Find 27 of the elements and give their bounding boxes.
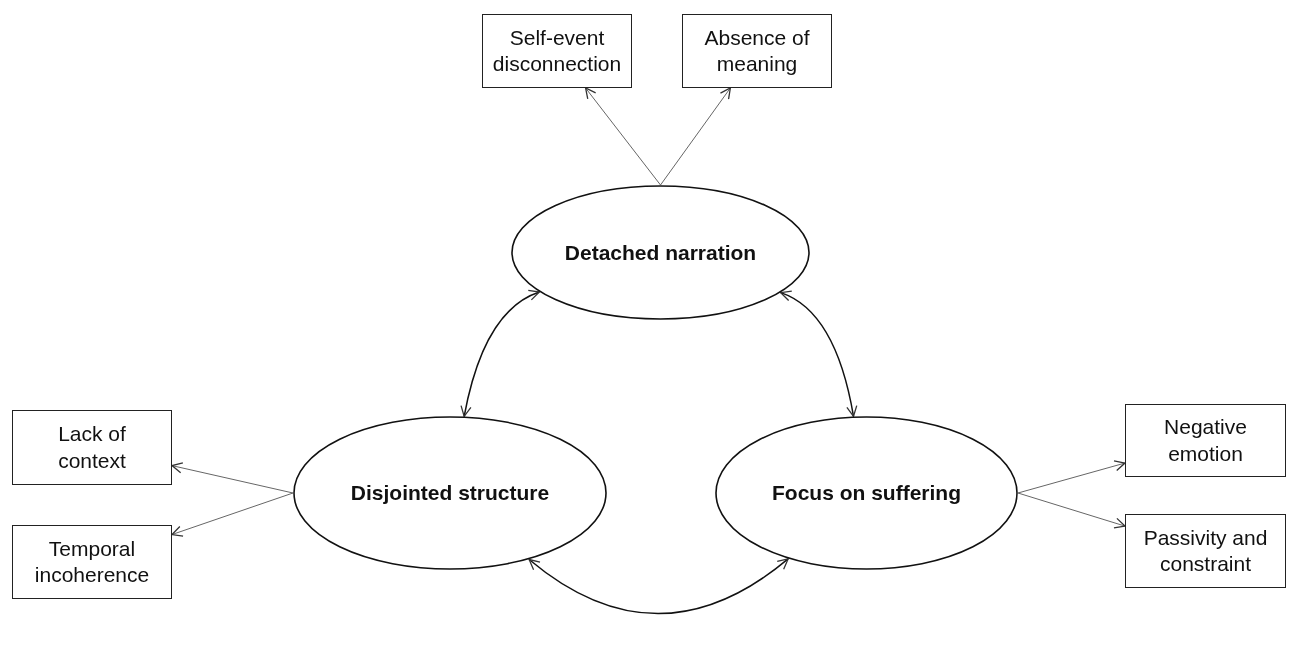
node-label: Focus on suffering (772, 480, 961, 507)
node-label: Disjointed structure (350, 480, 550, 507)
text-box (1125, 404, 1286, 477)
ellipse-node (511, 185, 810, 320)
box-text: Temporal incoherence (33, 535, 151, 588)
text-box (682, 14, 832, 88)
box-text: Absence of meaning (703, 24, 811, 77)
box-text: Passivity and constraint (1142, 524, 1269, 577)
arrow (171, 462, 294, 494)
arrow (1017, 460, 1126, 494)
double-arrow (460, 290, 541, 418)
arrow (171, 492, 294, 537)
double-arrow (528, 558, 789, 615)
arrow (660, 87, 731, 186)
text-box (12, 525, 172, 599)
text-box (482, 14, 632, 88)
text-box (12, 410, 172, 485)
box-text: Negative emotion (1163, 414, 1248, 467)
arrow (1017, 492, 1126, 529)
box-text: Lack of context (57, 421, 127, 474)
ellipse-node (293, 416, 607, 570)
text-box (1125, 514, 1286, 588)
arrow (584, 87, 661, 186)
box-text: Self-event disconnection (492, 24, 622, 77)
double-arrow (780, 291, 858, 418)
node-label: Detached narration (564, 239, 757, 266)
ellipse-node (715, 416, 1018, 570)
